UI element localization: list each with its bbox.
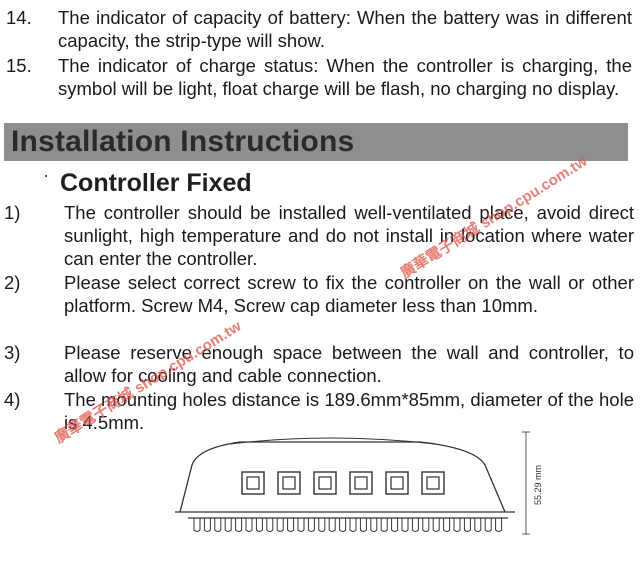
step-text: The controller should be installed well-…: [64, 202, 634, 269]
heatsink-fin: [255, 518, 263, 532]
heatsink-fin: [474, 518, 482, 532]
item-number: 14.: [6, 7, 32, 28]
heatsink-fin: [443, 518, 451, 532]
indicator-inner: [426, 476, 440, 490]
step-1: 1) The controller should be installed we…: [0, 201, 634, 270]
indicator-box: [277, 471, 301, 495]
heatsink-fin: [432, 518, 440, 532]
indicator-box: [349, 471, 373, 495]
heatsink-fin: [453, 518, 461, 532]
heatsink-fin: [235, 518, 243, 532]
heatsink-fin: [422, 518, 430, 532]
heatsink-fin: [297, 518, 305, 532]
heatsink-fin: [484, 518, 492, 532]
heatsink-fin: [370, 518, 378, 532]
item-14: 14. The indicator of capacity of battery…: [0, 6, 634, 52]
indicator-box: [385, 471, 409, 495]
section-banner: Installation Instructions: [4, 123, 628, 161]
step-number: 1): [4, 202, 21, 223]
dimension-label: 55.29 mm: [533, 464, 543, 505]
heatsink-fin: [359, 518, 367, 532]
heatsink-fin: [401, 518, 409, 532]
step-number: 2): [4, 272, 21, 293]
heatsink-fin: [193, 518, 201, 532]
item-text: The indicator of charge status: When the…: [58, 55, 632, 99]
heatsink-fin: [276, 518, 284, 532]
heatsink-fin: [214, 518, 222, 532]
indicator-box: [313, 471, 337, 495]
heatsink-fin: [266, 518, 274, 532]
section-title: Installation Instructions: [11, 125, 355, 158]
heatsink-fin: [224, 518, 232, 532]
controller-body: [175, 437, 515, 519]
heatsink-fin: [328, 518, 336, 532]
item-text: The indicator of capacity of battery: Wh…: [58, 7, 632, 51]
heatsink-fin: [391, 518, 399, 532]
step-number: 4): [4, 389, 21, 410]
step-number: 3): [4, 342, 21, 363]
indicator-row: [241, 471, 445, 495]
heatsink-fin: [203, 518, 211, 532]
step-2: 2) Please select correct screw to fix th…: [0, 271, 634, 317]
step-3: 3) Please reserve enough space between t…: [0, 341, 634, 387]
indicator-inner: [318, 476, 332, 490]
step-text: Please select correct screw to fix the c…: [64, 272, 634, 316]
item-number: 15.: [6, 55, 32, 76]
dimension-marker: [522, 431, 530, 535]
indicator-inner: [354, 476, 368, 490]
heatsink-fin: [318, 518, 326, 532]
indicator-inner: [282, 476, 296, 490]
indicator-inner: [390, 476, 404, 490]
item-15: 15. The indicator of charge status: When…: [0, 54, 634, 100]
heatsink-fins: [193, 518, 503, 532]
subsection-title: Controller Fixed: [60, 169, 252, 197]
heatsink-fin: [245, 518, 253, 532]
step-4: 4) The mounting holes distance is 189.6m…: [0, 388, 634, 434]
controller-diagram: [175, 431, 530, 535]
heatsink-fin: [411, 518, 419, 532]
step-text: The mounting holes distance is 189.6mm*8…: [64, 389, 634, 433]
step-text: Please reserve enough space between the …: [64, 342, 634, 386]
heatsink-fin: [349, 518, 357, 532]
heatsink-fin: [463, 518, 471, 532]
heatsink-fin: [339, 518, 347, 532]
indicator-box: [241, 471, 265, 495]
heatsink-fin: [307, 518, 315, 532]
heatsink-fin: [287, 518, 295, 532]
indicator-box: [421, 471, 445, 495]
heatsink-fin: [495, 518, 503, 532]
speck: [45, 175, 47, 177]
indicator-inner: [246, 476, 260, 490]
heatsink-fin: [380, 518, 388, 532]
